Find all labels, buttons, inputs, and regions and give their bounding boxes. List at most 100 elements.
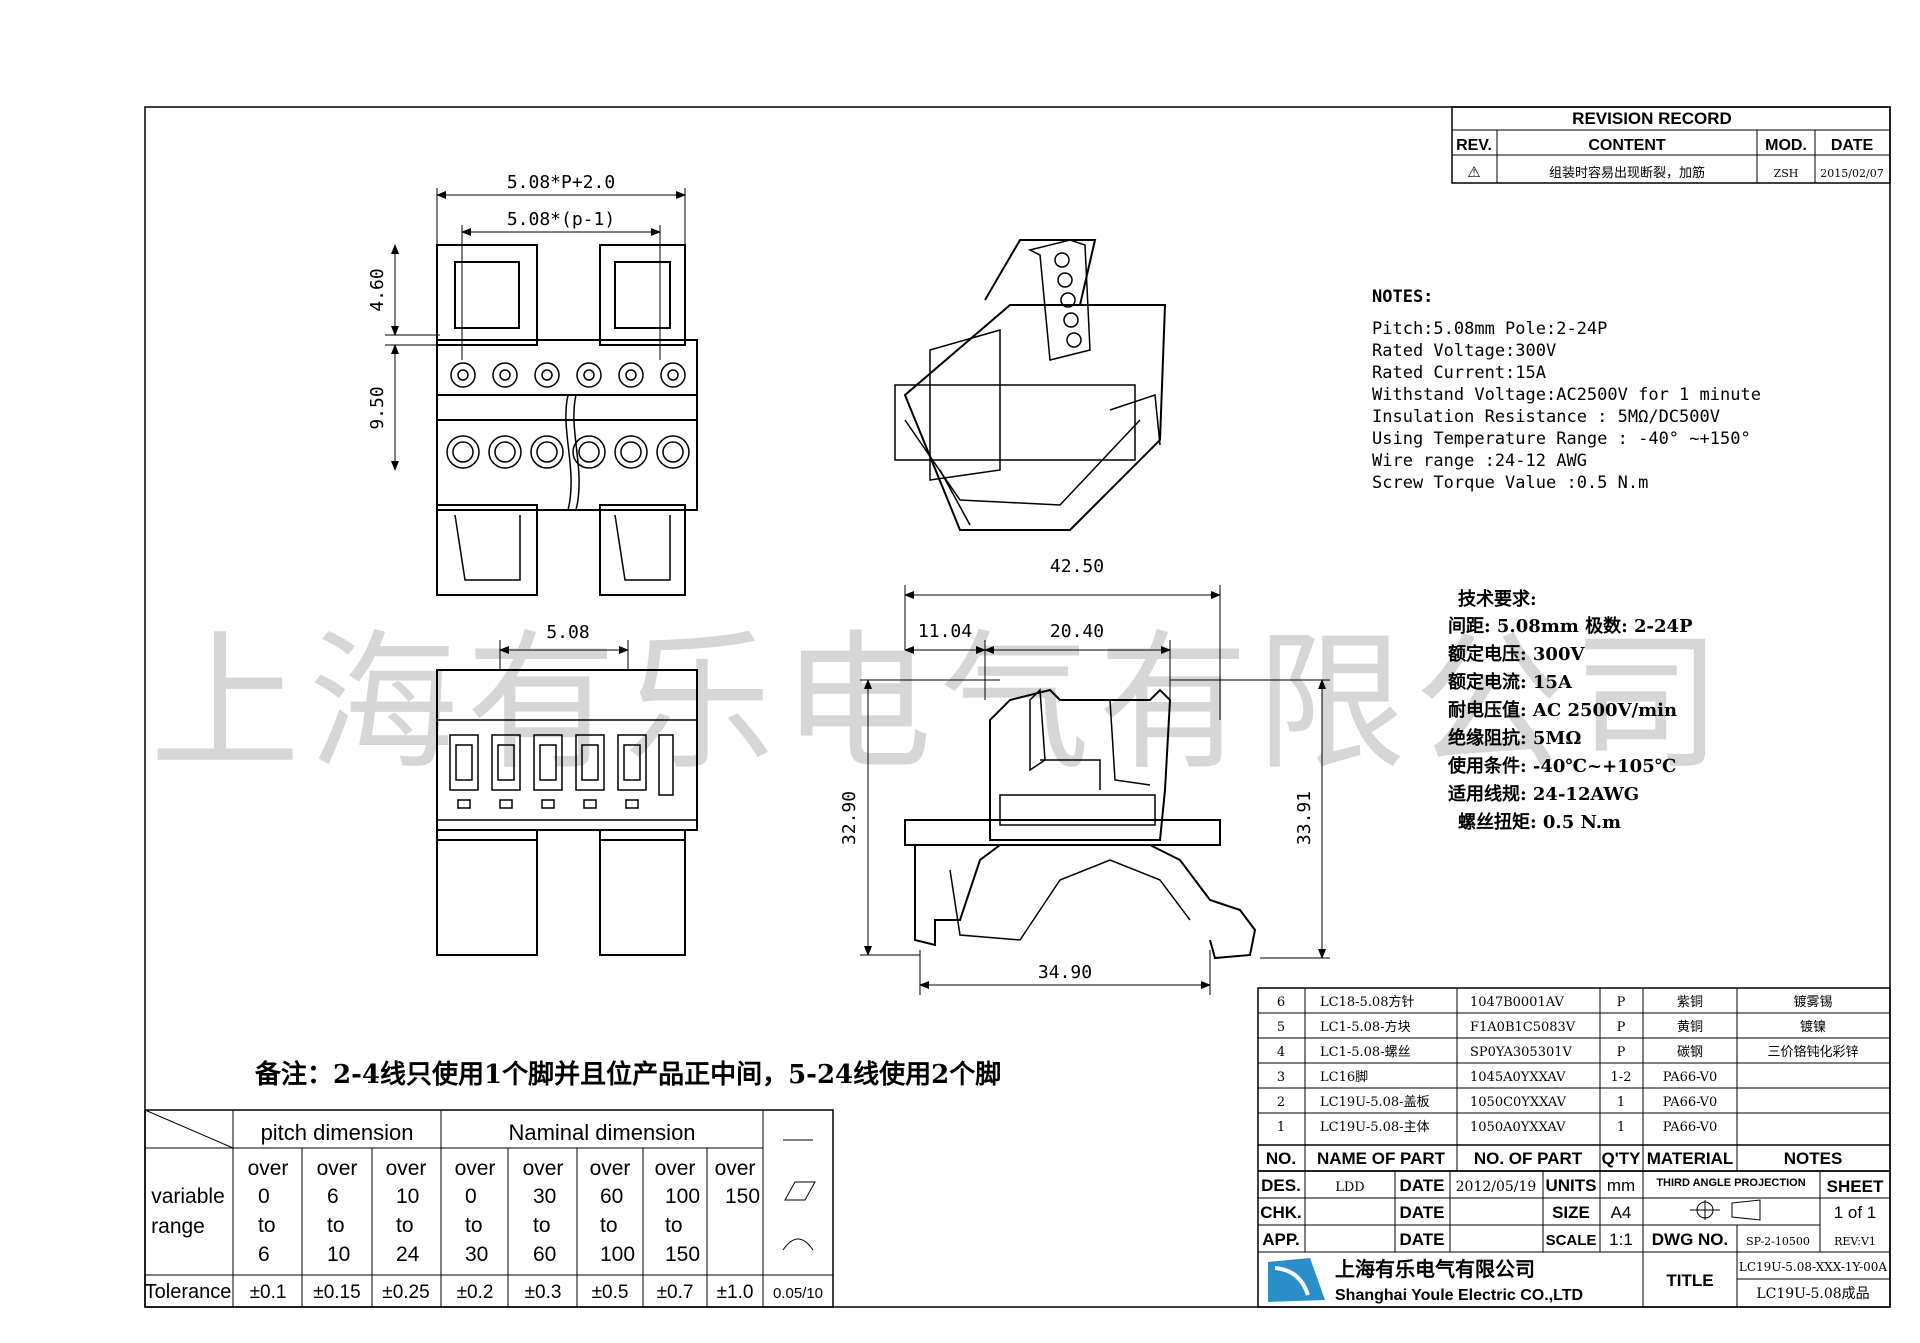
content-header: CONTENT <box>1588 137 1666 154</box>
bom-cell-qty: P <box>1617 1045 1626 1060</box>
bom-cell-notes: 三价铬钝化彩锌 <box>1767 1044 1858 1060</box>
tolerance-cell-lo: 150 <box>725 1185 760 1208</box>
notes-heading: NOTES: <box>1372 287 1433 307</box>
tolerance-cell-hi: 30 <box>465 1243 488 1266</box>
note-line: Rated Voltage:300V <box>1372 341 1556 361</box>
notes-en: NOTES: Pitch:5.08mm Pole:2-24P Rated Vol… <box>1372 287 1761 493</box>
bom-cell-no: 5 <box>1277 1020 1285 1035</box>
date-label: DATE <box>1399 1203 1444 1222</box>
tolerance-cell-over: over <box>655 1157 696 1180</box>
bom-cell-no: 1 <box>1277 1120 1285 1135</box>
tolerance-cell-hi: 24 <box>396 1243 420 1266</box>
bom-cell-qty: 1 <box>1617 1095 1625 1110</box>
revision-record: REVISION RECORD REV. CONTENT MOD. DATE ⚠… <box>1451 106 1891 184</box>
scale-label: SCALE <box>1546 1232 1597 1249</box>
title-block <box>1257 1170 1891 1308</box>
sheet-value: 1 of 1 <box>1834 1203 1877 1222</box>
part-code: LC19U-5.08-XXX-1Y-00A <box>1739 1260 1888 1274</box>
units-value: mm <box>1607 1176 1635 1195</box>
bom-cell-qty: 1-2 <box>1611 1070 1632 1085</box>
bom-cell-name: LC19U-5.08-主体 <box>1320 1120 1430 1135</box>
date-label: DATE <box>1399 1176 1444 1195</box>
tolerance-cell-tol: ±0.5 <box>592 1282 629 1303</box>
bom-cell-part: 1047B0001AV <box>1470 995 1564 1010</box>
dim-top-height: 4.60 <box>367 268 388 311</box>
bom-cell-material: PA66-V0 <box>1663 1095 1718 1110</box>
tolerance-cell-lo: 6 <box>327 1185 339 1208</box>
bom-cell-part: 1050A0YXXAV <box>1470 1120 1566 1135</box>
rev-header: REV. <box>1456 137 1492 154</box>
bom-cell-notes: 镀镍 <box>1800 1019 1826 1035</box>
bom-header-material: MATERIAL <box>1647 1149 1734 1168</box>
range-label: range <box>151 1215 205 1238</box>
tolerance-cell-to: to <box>600 1214 618 1237</box>
tolerance-cell-tol: ±0.25 <box>382 1282 429 1303</box>
bom-headers: NO. NAME OF PART NO. OF PART Q'TY MATERI… <box>1266 1149 1842 1168</box>
bom-cell-qty: P <box>1617 995 1626 1010</box>
scale-value: 1:1 <box>1609 1230 1633 1249</box>
angle-tolerance: 0.05/10 <box>773 1285 823 1302</box>
bom-cell-material: PA66-V0 <box>1663 1120 1718 1135</box>
tolerance-cell-over: over <box>455 1157 496 1180</box>
date-value: 2012/05/19 <box>1456 1179 1537 1195</box>
note-cn-line: 额定电流: 15A <box>1448 671 1573 693</box>
units-label: UNITS <box>1546 1176 1597 1195</box>
revision-mod: ZSH <box>1774 167 1799 180</box>
variable-label: variable <box>151 1185 225 1208</box>
dim-overall-width: 5.08*P+2.0 <box>507 172 615 193</box>
bom-cell-notes: 镀雾锡 <box>1793 994 1832 1010</box>
bom-table <box>1257 987 1891 1172</box>
bom-header-notes: NOTES <box>1784 1149 1843 1168</box>
dim-h2: 33.91 <box>1294 791 1315 845</box>
front-view <box>436 640 698 956</box>
bom-cell-material: 黄铜 <box>1677 1020 1703 1035</box>
top-view <box>385 188 698 596</box>
tolerance-cell-lo: 30 <box>533 1185 556 1208</box>
note-cn-line: 耐电压值: AC 2500V/min <box>1448 699 1677 721</box>
tolerance-cell-over: over <box>248 1157 289 1180</box>
bom-cell-part: F1A0B1C5083V <box>1470 1020 1576 1035</box>
bom-header-no: NO. <box>1266 1149 1296 1168</box>
bom-cell-qty: P <box>1617 1020 1626 1035</box>
bom-header-part: NO. OF PART <box>1474 1149 1583 1168</box>
tolerance-cell-to: to <box>258 1214 276 1237</box>
tolerance-cell-tol: ±0.7 <box>657 1282 694 1303</box>
dim-base: 34.90 <box>1038 962 1092 983</box>
revision-content: 组装时容易出现断裂，加筋 <box>1549 165 1705 181</box>
note-line: Insulation Resistance : 5MΩ/DC500V <box>1372 407 1720 427</box>
bom-cell-no: 3 <box>1277 1070 1285 1085</box>
note-line: Wire range :24-12 AWG <box>1372 451 1587 471</box>
title-label: TITLE <box>1666 1271 1713 1290</box>
date-label: DATE <box>1399 1230 1444 1249</box>
dwg-label: DWG NO. <box>1652 1230 1729 1249</box>
note-cn-line: 螺丝扭矩: 0.5 N.m <box>1458 811 1621 833</box>
warning-icon: ⚠ <box>1467 163 1480 181</box>
tolerance-cell-hi: 150 <box>665 1243 700 1266</box>
revision-title: REVISION RECORD <box>1572 109 1732 128</box>
tolerance-text: pitch dimension Naminal dimension variab… <box>145 1120 823 1303</box>
note-cn-line: 使用条件: -40℃~+105℃ <box>1447 755 1676 777</box>
tolerance-cell-hi: 60 <box>533 1243 556 1266</box>
tolerance-table <box>144 1109 834 1308</box>
notes-cn-heading: 技术要求: <box>1458 588 1537 610</box>
note-cn-line: 额定电压: 300V <box>1448 643 1585 665</box>
remark: 备注：2-4线只使用1个脚并且位产品正中间，5-24线使用2个脚 <box>254 1059 1001 1090</box>
notes-cn: 技术要求: 间距: 5.08mm 极数: 2-24P 额定电压: 300V 额定… <box>1447 588 1693 833</box>
bom-cell-material: 碳钢 <box>1677 1045 1703 1060</box>
pitch-dimension-header: pitch dimension <box>261 1120 414 1145</box>
bom-cell-part: 1045A0YXXAV <box>1470 1070 1566 1085</box>
side-view <box>860 585 1330 995</box>
tolerance-cell-to: to <box>465 1214 483 1237</box>
revision-date: 2015/02/07 <box>1820 167 1883 180</box>
tolerance-cell-lo: 0 <box>258 1185 270 1208</box>
company-name-cn: 上海有乐电气有限公司 <box>1335 1257 1535 1281</box>
tolerance-cell-lo: 10 <box>396 1185 419 1208</box>
tolerance-cell-to: to <box>396 1214 414 1237</box>
company-name-en: Shanghai Youle Electric CO.,LTD <box>1335 1287 1583 1304</box>
tolerance-cell-tol: ±0.2 <box>457 1282 494 1303</box>
nominal-dimension-header: Naminal dimension <box>508 1120 695 1145</box>
note-line: Rated Current:15A <box>1372 363 1546 383</box>
tolerance-cell-over: over <box>715 1157 756 1180</box>
tolerance-cell-tol: ±0.15 <box>313 1282 360 1303</box>
